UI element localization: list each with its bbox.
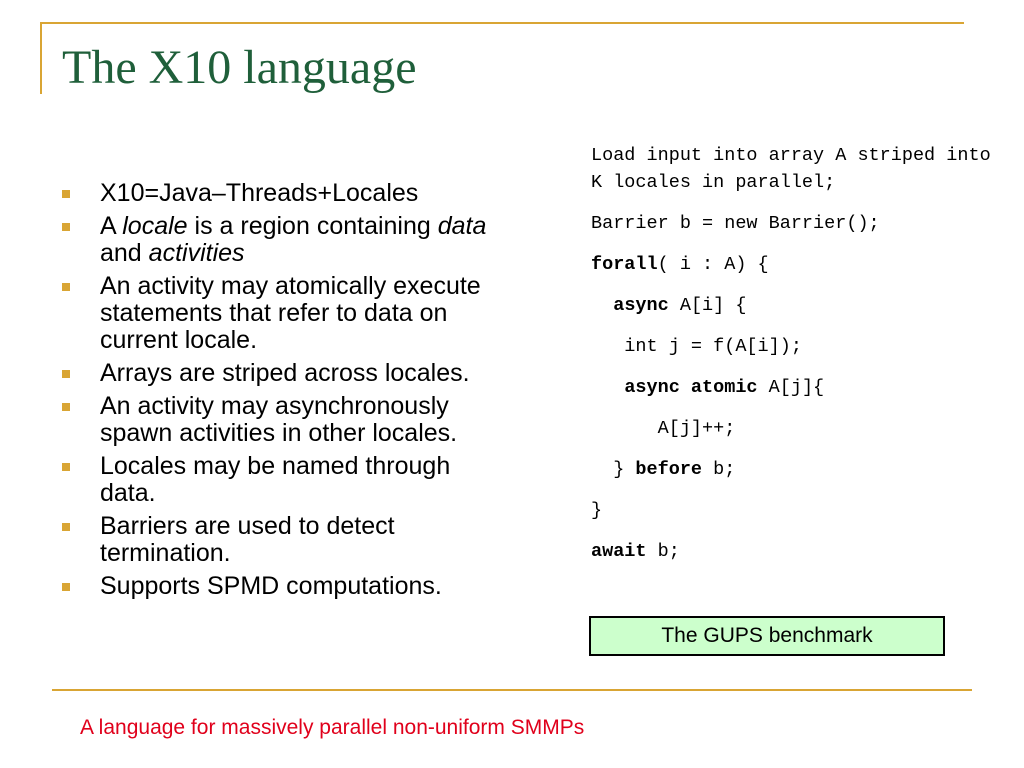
caption-box: The GUPS benchmark	[589, 616, 945, 656]
code-text: Barrier b = new Barrier();	[591, 213, 880, 234]
code-text: b;	[646, 541, 680, 562]
code-line: }	[591, 497, 1011, 538]
bullet-square-icon	[62, 403, 70, 411]
bullet-emphasis: activities	[148, 239, 245, 267]
bullet-square-icon	[62, 523, 70, 531]
bullet-item: Supports SPMD computations.	[60, 573, 510, 600]
code-line: await b;	[591, 538, 1011, 579]
code-line: async A[i] {	[591, 292, 1011, 333]
code-text: A[i] {	[668, 295, 747, 316]
bullet-item: An activity may asynchronously spawn act…	[60, 393, 510, 447]
code-keyword: async	[613, 295, 669, 316]
bullet-emphasis: data	[437, 212, 487, 240]
bullet-item: Locales may be named through data.	[60, 453, 510, 507]
code-intro: Load input into array A striped into K l…	[591, 145, 991, 193]
footer-text: A language for massively parallel non-un…	[80, 716, 585, 739]
bullet-item: Arrays are striped across locales.	[60, 360, 510, 387]
bullet-item: An activity may atomically execute state…	[60, 273, 510, 354]
code-keyword: await	[591, 541, 647, 562]
code-text: A[j]{	[757, 377, 825, 398]
frame-top-rule	[40, 22, 964, 24]
code-keyword: async atomic	[624, 377, 758, 398]
code-text: }	[591, 459, 636, 480]
bullet-square-icon	[62, 190, 70, 198]
code-line: int j = f(A[i]);	[591, 333, 1011, 374]
code-line: async atomic A[j]{	[591, 374, 1011, 415]
bullet-item: Barriers are used to detect termination.	[60, 513, 510, 567]
code-block: Load input into array A striped into K l…	[591, 142, 1011, 579]
bullet-square-icon	[62, 223, 70, 231]
code-text: A[j]++;	[591, 418, 736, 439]
code-line: Barrier b = new Barrier();	[591, 210, 1011, 251]
slide-title: The X10 language	[62, 41, 417, 94]
code-line: A[j]++;	[591, 415, 1011, 456]
bullet-square-icon	[62, 583, 70, 591]
bullet-item: X10=Java–Threads+Locales	[60, 180, 510, 207]
code-text: ( i : A) {	[657, 254, 769, 275]
bullet-square-icon	[62, 463, 70, 471]
frame-bottom-rule	[52, 689, 972, 691]
code-keyword: forall	[591, 254, 658, 275]
bullet-list: X10=Java–Threads+Locales A locale is a re…	[60, 180, 510, 606]
code-text: b;	[702, 459, 736, 480]
code-text: int j = f(A[i]);	[591, 336, 802, 357]
bullet-square-icon	[62, 283, 70, 291]
bullet-emphasis: locale	[122, 212, 188, 240]
code-line: } before b;	[591, 456, 1011, 497]
code-text	[591, 295, 613, 316]
code-keyword: before	[635, 459, 703, 480]
code-text: }	[591, 500, 603, 521]
code-line: forall( i : A) {	[591, 251, 1011, 292]
bullet-square-icon	[62, 370, 70, 378]
frame-left-rule	[40, 22, 42, 94]
code-text	[591, 377, 624, 398]
bullet-item: A locale is a region containing data and…	[60, 213, 510, 267]
